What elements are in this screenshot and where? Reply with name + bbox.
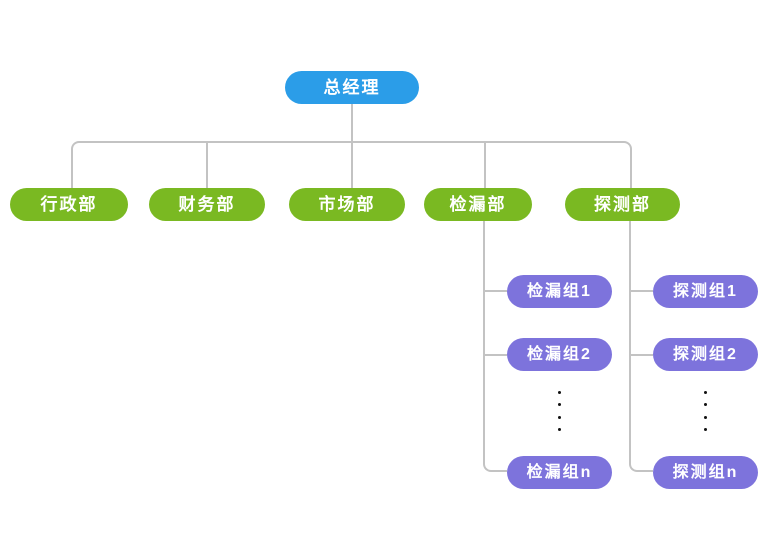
vertical-ellipsis-icon (703, 391, 707, 431)
node-dept-finance[interactable]: 财务部 (149, 188, 265, 221)
node-dept-market[interactable]: 市场部 (289, 188, 405, 221)
node-leak-group-n[interactable]: 检漏组n (507, 456, 612, 489)
node-detection-group-1[interactable]: 探测组1 (653, 275, 758, 308)
node-leak-group-2[interactable]: 检漏组2 (507, 338, 612, 371)
node-detection-group-2[interactable]: 探测组2 (653, 338, 758, 371)
node-detection-group-n[interactable]: 探测组n (653, 456, 758, 489)
vertical-ellipsis-icon (557, 391, 561, 431)
node-dept-administration[interactable]: 行政部 (10, 188, 128, 221)
connector-drop-leak (484, 143, 486, 188)
connector-drop-finance (206, 143, 208, 188)
connector-detection-subtree (629, 221, 653, 472)
connector-detection-stub-1 (631, 290, 653, 292)
node-general-manager[interactable]: 总经理 (285, 71, 419, 104)
node-dept-probing[interactable]: 探测部 (565, 188, 680, 221)
connector-leak-stub-1 (485, 290, 507, 292)
node-dept-leak-detection[interactable]: 检漏部 (424, 188, 532, 221)
connector-detection-stub-2 (631, 354, 653, 356)
connector-drop-market (351, 143, 353, 188)
node-leak-group-1[interactable]: 检漏组1 (507, 275, 612, 308)
connector-leak-stub-2 (485, 354, 507, 356)
connector-ceo-stem (351, 103, 353, 142)
connector-level1-rail (71, 141, 632, 188)
connector-leak-subtree (483, 221, 507, 472)
